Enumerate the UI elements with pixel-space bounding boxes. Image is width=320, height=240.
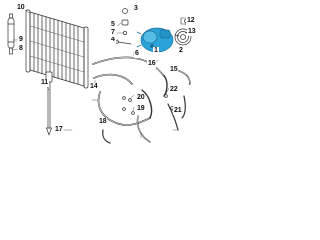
callout-8: 8 [18, 45, 24, 53]
refrigerant-lines [92, 56, 191, 144]
receiver-drier [7, 13, 15, 55]
callout-6: 6 [134, 50, 140, 58]
small-fittings [115, 8, 132, 45]
callout-13: 13 [187, 28, 197, 36]
callout-11: 11 [40, 79, 49, 87]
condenser [25, 9, 89, 89]
callout-15: 15 [169, 66, 179, 74]
callout-4: 4 [110, 36, 116, 44]
callout-5: 5 [110, 21, 116, 29]
callout-14: 14 [89, 83, 99, 91]
callout-19: 19 [136, 105, 146, 113]
callout-2: 2 [178, 47, 184, 55]
callout-7: 7 [110, 29, 116, 37]
callout-12: 12 [186, 17, 196, 25]
callout-21: 21 [173, 107, 183, 115]
callout-18: 18 [98, 118, 108, 126]
callout-22: 22 [169, 86, 179, 94]
callout-16: 16 [147, 60, 157, 68]
parts-diagram: 1 2 3 4 5 6 7 8 9 10 11 12 13 14 15 16 1… [0, 0, 200, 147]
callout-17: 17 [54, 126, 64, 134]
callout-3: 3 [133, 5, 139, 13]
callout-1: 1 [153, 47, 159, 55]
callout-20: 20 [136, 94, 146, 102]
parts-illustration [7, 8, 194, 144]
callout-10: 10 [16, 4, 26, 12]
callout-9: 9 [18, 36, 24, 44]
